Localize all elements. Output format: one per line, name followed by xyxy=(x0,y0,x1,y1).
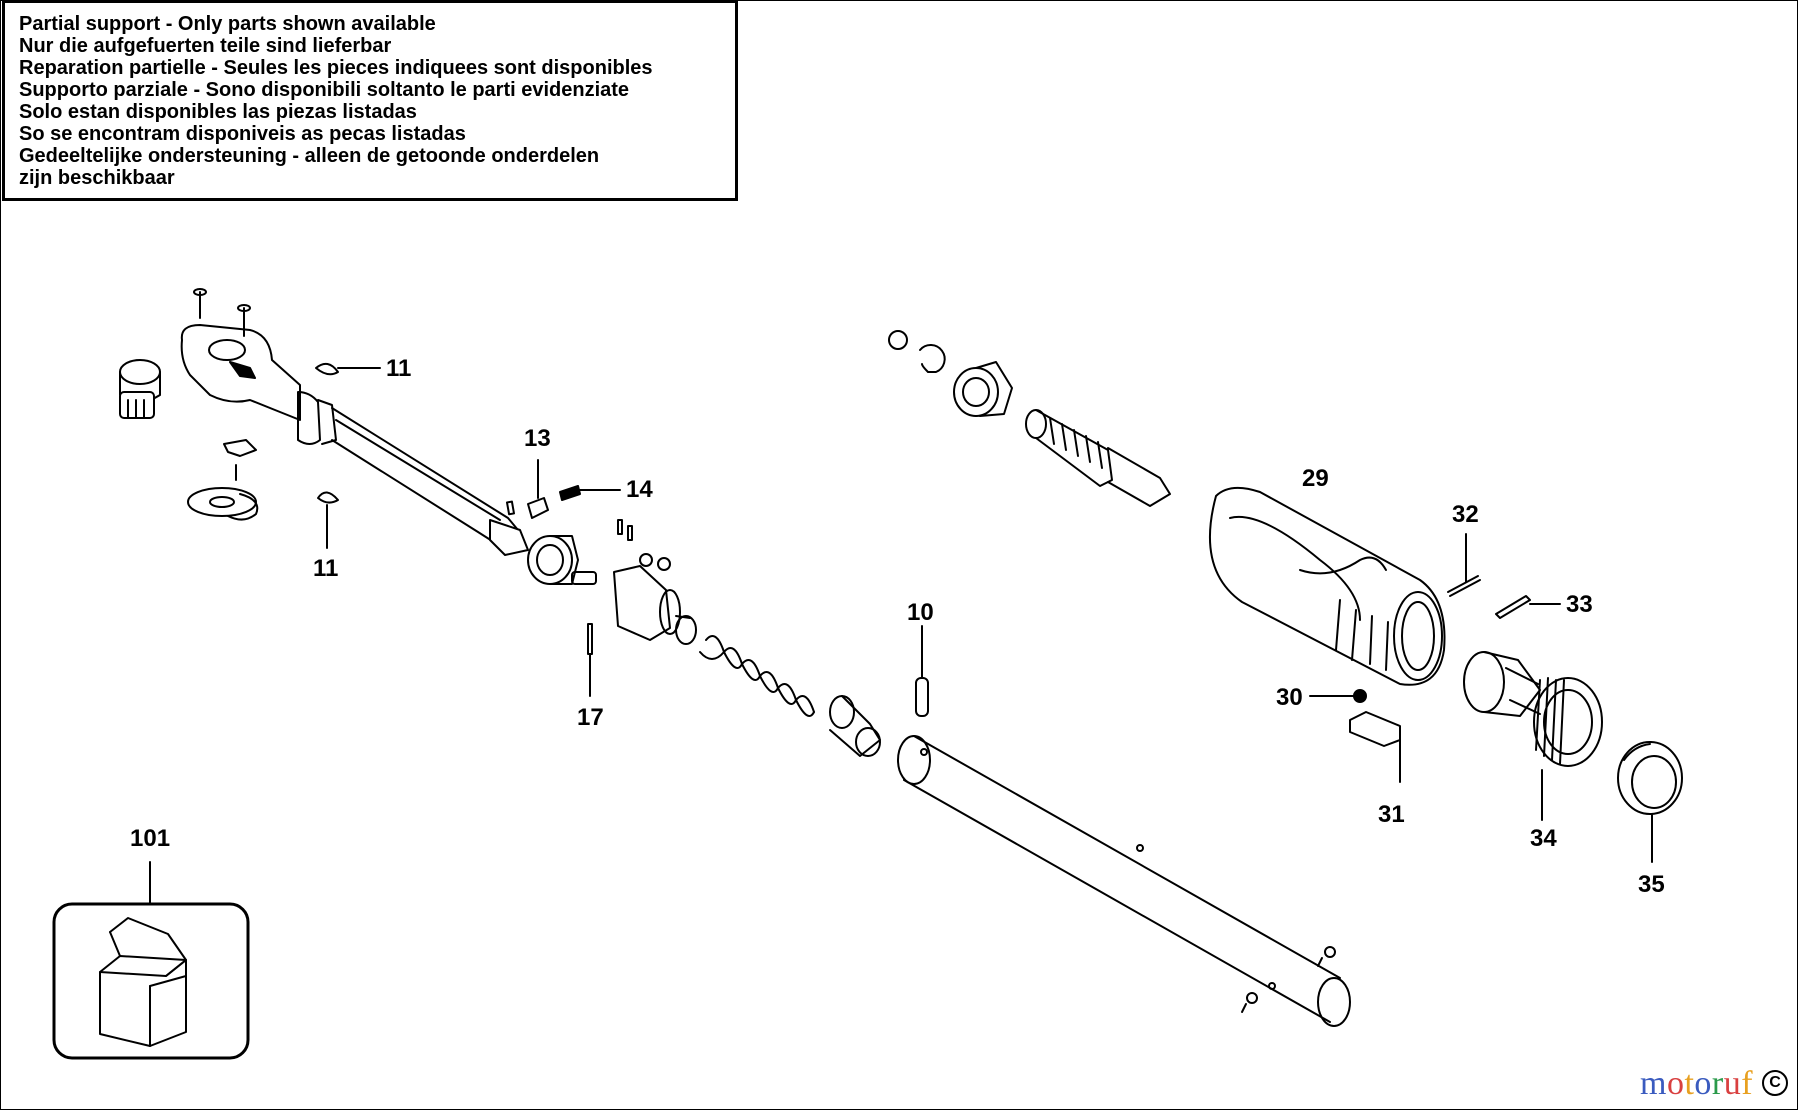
brand-letter: r xyxy=(1711,1065,1724,1102)
main-tube-part xyxy=(897,735,1351,1027)
part-17 xyxy=(587,623,593,697)
brand-letter: o xyxy=(1666,1065,1685,1102)
availability-notice: Partial support - Only parts shown avail… xyxy=(2,0,738,201)
notice-line: Nur die aufgefuerten teile sind lieferba… xyxy=(19,35,392,57)
head-screws-part xyxy=(193,288,251,337)
part-35-cap xyxy=(1617,741,1683,863)
ratchet-head-part xyxy=(180,324,529,556)
callout-33: 33 xyxy=(1566,591,1593,618)
tube-screws-part xyxy=(1241,946,1336,1013)
callout-17: 17 xyxy=(577,704,604,731)
callout-29: 29 xyxy=(1302,465,1329,492)
part-30 xyxy=(1309,689,1367,703)
part-33 xyxy=(1495,595,1561,619)
notice-line: Gedeeltelijke ondersteuning - alleen de … xyxy=(19,145,600,167)
callout-10: 10 xyxy=(907,599,934,626)
plunger-part xyxy=(829,695,881,757)
callout-34: 34 xyxy=(1530,825,1557,852)
brand-watermark: motoruf xyxy=(1640,1065,1753,1103)
notice-line: Solo estan disponibles las piezas listad… xyxy=(19,101,417,123)
bushing-part xyxy=(527,535,579,585)
callout-11-lower: 11 xyxy=(313,555,338,582)
callout-14: 14 xyxy=(626,476,653,503)
notice-line: Reparation partielle - Seules les pieces… xyxy=(19,57,653,79)
callout-30: 30 xyxy=(1276,684,1303,711)
brand-letter: t xyxy=(1684,1065,1695,1102)
part-14 xyxy=(559,485,621,501)
ball-part xyxy=(888,330,908,350)
block-part xyxy=(571,571,597,585)
copyright-mark: C xyxy=(1762,1070,1788,1096)
part-34-knob xyxy=(1463,651,1603,821)
lead-screw-part xyxy=(1025,409,1171,507)
cover-plate-part xyxy=(187,487,259,521)
part-11-lower xyxy=(317,491,339,549)
square-drive-part xyxy=(119,359,161,419)
part-31 xyxy=(1349,711,1401,783)
part-32 xyxy=(1447,533,1481,597)
callout-101: 101 xyxy=(130,825,170,852)
callout-31: 31 xyxy=(1378,801,1405,828)
part-29-handle xyxy=(1209,486,1446,686)
pawl-part xyxy=(223,439,257,457)
part-11-upper xyxy=(315,362,381,376)
notice-line: Partial support - Only parts shown avail… xyxy=(19,13,436,35)
callout-35: 35 xyxy=(1638,871,1665,898)
callout-13: 13 xyxy=(524,425,551,452)
small-pins-part xyxy=(617,519,671,571)
callout-32: 32 xyxy=(1452,501,1479,528)
circlip-part xyxy=(919,344,946,373)
brand-letter: m xyxy=(1640,1065,1667,1102)
brand-letter: o xyxy=(1694,1065,1712,1102)
part-101-kit xyxy=(52,861,250,1060)
part-10 xyxy=(915,625,929,717)
brand-letter: f xyxy=(1741,1065,1754,1102)
main-spring-part xyxy=(699,635,815,717)
callout-11-upper: 11 xyxy=(386,355,411,382)
part-13 xyxy=(527,459,549,519)
notice-line: Supporto parziale - Sono disponibili sol… xyxy=(19,79,630,101)
brand-letter: u xyxy=(1723,1065,1742,1102)
notice-line: So se encontram disponiveis as pecas lis… xyxy=(19,123,466,145)
notice-line: zijn beschikbaar xyxy=(19,167,175,189)
cam-block-part xyxy=(613,565,697,645)
nut-part xyxy=(953,361,1013,417)
